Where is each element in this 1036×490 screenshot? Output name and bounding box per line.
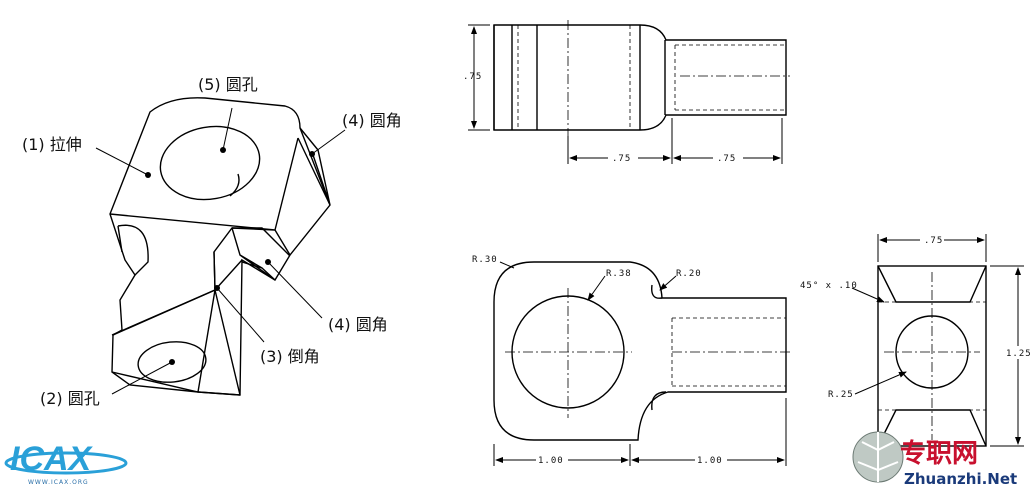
dim-front-width-left: 1.00 — [538, 456, 564, 466]
dim-front-r38: R.38 — [606, 269, 632, 279]
callout-extrude: (1) 拉伸 — [22, 135, 82, 154]
top-view-hidden — [517, 25, 786, 130]
dim-front-width-right: 1.00 — [697, 456, 723, 466]
logo-text: ICAX — [10, 440, 94, 478]
dim-top-width-right: .75 — [717, 154, 736, 164]
callout-round-top: (4) 圆角 — [342, 111, 402, 130]
dim-side-width: .75 — [924, 236, 943, 246]
dim-front-r20: R.20 — [676, 269, 702, 279]
side-view-outline — [877, 265, 987, 447]
iso-top-hole — [159, 125, 261, 201]
dim-leader-side-chamfer — [851, 287, 885, 303]
top-view-edges — [493, 25, 641, 130]
front-view-fillets — [651, 284, 667, 411]
watermark-en: Zhuanzhi.Net — [904, 470, 1017, 488]
dim-ext-front-widths — [493, 398, 787, 466]
callout-dot-hole-top — [220, 147, 226, 153]
callout-chamfer: (3) 倒角 — [260, 347, 320, 366]
dim-leader-front-r38 — [587, 275, 606, 301]
iso-top-face — [109, 137, 299, 291]
logo-swoosh — [4, 451, 128, 475]
callout-leader-chamfer — [216, 287, 265, 343]
dim-leader-front-r30 — [499, 261, 515, 269]
front-view: R.30 R.38 R.20 1.00 1.00 — [472, 255, 790, 466]
dim-ext-top-height — [468, 24, 490, 131]
dim-ext-top-widths — [567, 118, 783, 164]
dim-side-r25: R.25 — [828, 390, 854, 400]
callout-leader-hole-bottom — [111, 361, 173, 395]
isometric-part: (5) 圆孔 (1) 拉伸 (4) 圆角 (4) 圆角 (3) 倒角 (2) 圆… — [22, 75, 402, 408]
iso-side-pocket — [117, 224, 149, 276]
iso-chamfer-edges — [231, 227, 291, 281]
dim-front-r30: R.30 — [472, 255, 498, 265]
icax-logo: ICAX WWW.ICAX.ORG — [4, 440, 128, 486]
dim-leader-front-r20 — [659, 275, 677, 291]
watermark-cn: 专职网 — [900, 439, 978, 469]
iso-right-face — [274, 127, 331, 256]
zhuanzhi-watermark: 专职网 Zhuanzhi.Net — [852, 431, 1017, 488]
callout-round-bottom: (4) 圆角 — [328, 315, 388, 334]
front-view-hole-centerlines — [505, 288, 632, 418]
top-view-outline — [493, 24, 787, 131]
top-view: .75 .75 .75 — [463, 20, 790, 164]
callout-dot-round-bottom — [265, 259, 271, 265]
logo-subtext: WWW.ICAX.ORG — [28, 479, 89, 486]
iso-lower-prism — [111, 289, 241, 396]
dim-top-width-left: .75 — [612, 154, 631, 164]
dim-leader-side-r25 — [854, 371, 907, 395]
callout-dot-round-top — [309, 151, 315, 157]
iso-bottom-hole — [137, 341, 207, 383]
callout-leader-hole-top — [222, 107, 233, 151]
callout-leader-round-top — [311, 129, 346, 155]
callout-dot-extrude — [145, 172, 151, 178]
side-view: .75 45° x .10 1.25 R.25 — [800, 234, 1036, 447]
front-view-outline — [493, 261, 787, 441]
side-view-chamfers — [877, 265, 987, 447]
iso-top-hole-inner — [229, 173, 240, 197]
callout-leader-extrude — [95, 147, 149, 176]
top-view-centerlines — [567, 20, 790, 136]
dim-ext-side-height — [990, 265, 1024, 447]
callout-leader-round-bottom — [267, 261, 323, 319]
callout-hole-top: (5) 圆孔 — [198, 75, 258, 94]
dim-side-height: 1.25 — [1006, 349, 1032, 359]
callout-hole-bottom: (2) 圆孔 — [40, 389, 100, 408]
side-view-hidden — [878, 301, 986, 411]
dim-ext-side-width — [877, 234, 987, 262]
dim-top-height: .75 — [463, 72, 482, 82]
side-view-centerlines — [884, 272, 980, 440]
dim-side-chamfer: 45° x .10 — [800, 281, 858, 291]
front-view-hidden — [671, 317, 786, 387]
callout-dot-hole-bottom — [169, 359, 175, 365]
callout-dot-chamfer — [214, 285, 220, 291]
